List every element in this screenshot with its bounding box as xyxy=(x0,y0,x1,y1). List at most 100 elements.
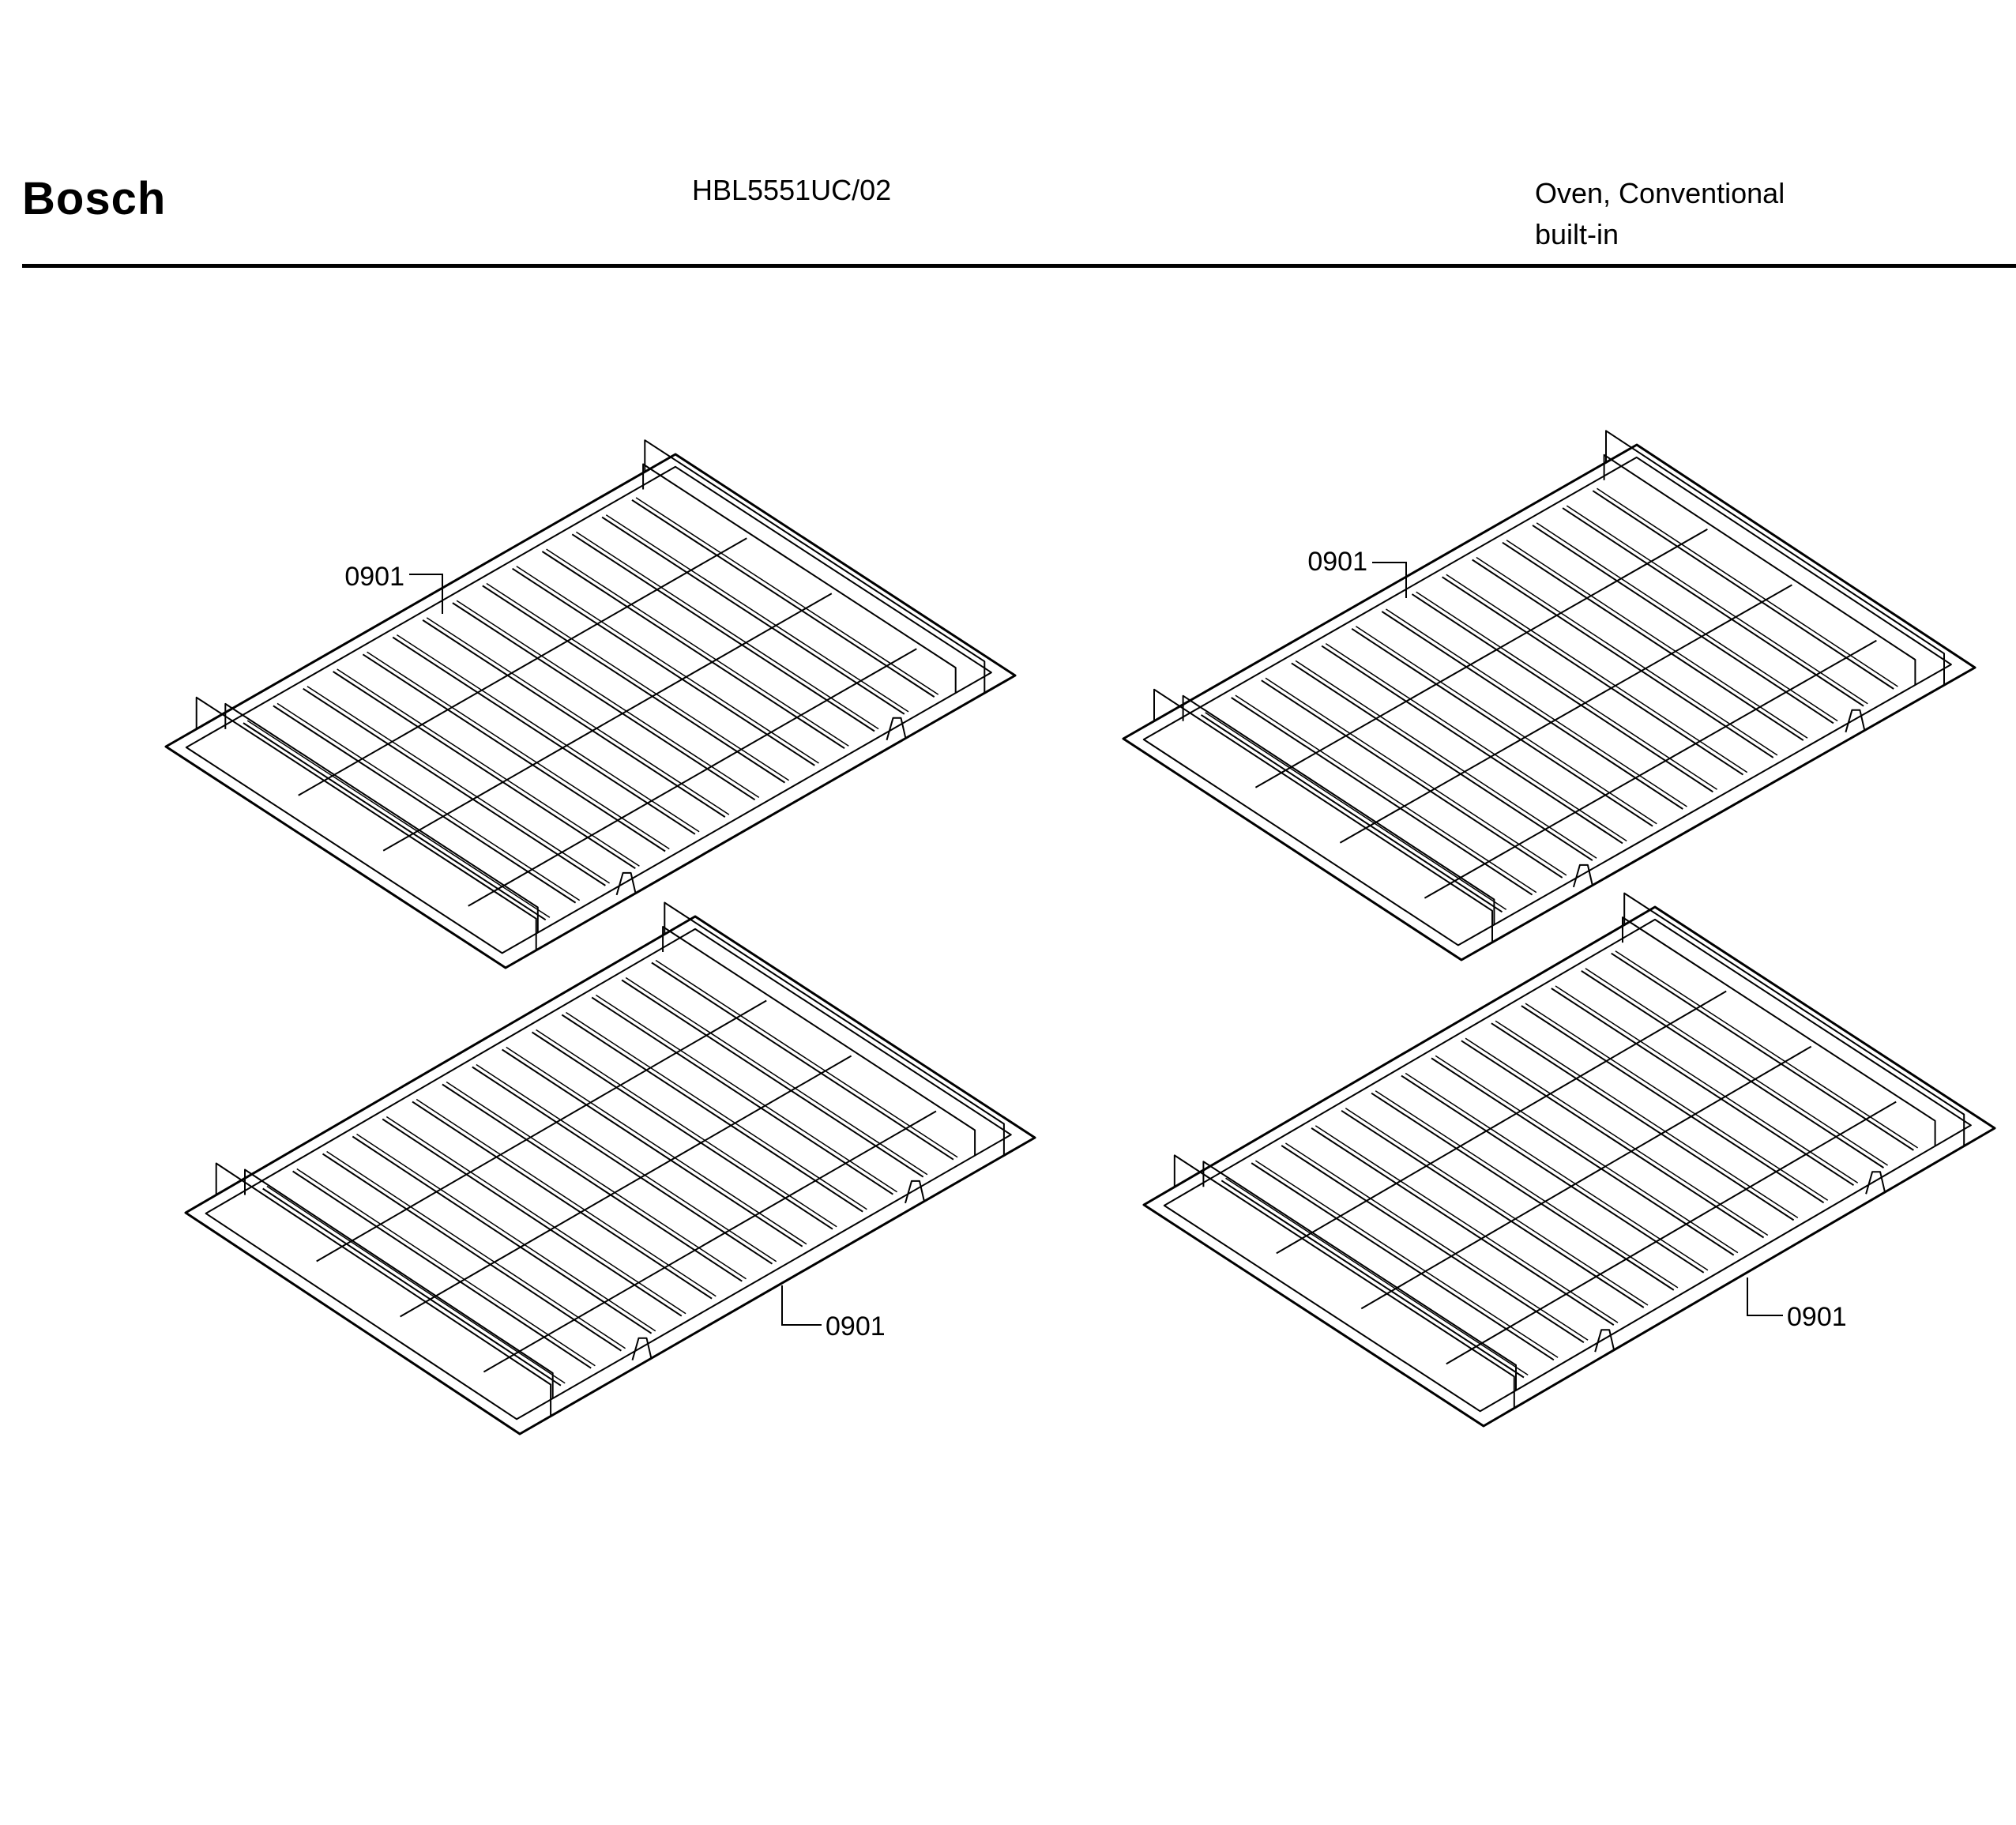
rack-wire xyxy=(1231,697,1533,896)
rack-wire xyxy=(621,979,924,1178)
rack-wire xyxy=(1431,1057,1735,1256)
rack-wire xyxy=(1265,677,1567,876)
rack-wire xyxy=(1295,660,1597,859)
rack-outer-frame xyxy=(1122,443,1977,961)
brand-name: Bosch xyxy=(22,173,167,224)
oven-rack xyxy=(1142,892,1996,1428)
rack-side-rail-inner xyxy=(1202,1161,1517,1390)
part-number-label: 0901 xyxy=(1307,547,1367,577)
rack-wire xyxy=(1551,988,1855,1187)
rack-wire xyxy=(1435,1055,1739,1254)
appliance-type: Oven, Conventional xyxy=(1535,177,1785,209)
rack-wire xyxy=(1261,679,1563,879)
rack-wire xyxy=(1321,645,1623,845)
rack-wire xyxy=(386,1116,686,1315)
rack-outer-frame xyxy=(1142,905,1996,1428)
rack-wire xyxy=(266,1185,566,1384)
rack-stop-hook xyxy=(1594,1329,1615,1353)
rack-wire xyxy=(276,702,581,901)
rack-wire xyxy=(333,671,636,870)
rack-stop-hook xyxy=(631,1337,653,1360)
rack-wire xyxy=(367,651,670,850)
callout-1: 0901 xyxy=(344,562,443,614)
rack-side-rail-inner xyxy=(1182,694,1495,925)
rack-wire xyxy=(1235,694,1537,894)
rack-wire xyxy=(1555,985,1859,1183)
rack-wire xyxy=(396,634,700,833)
rack-wire xyxy=(1251,1162,1555,1361)
model-number: HBL5551UC/02 xyxy=(692,174,892,206)
rack-inner-frame xyxy=(1163,918,1972,1413)
rack-wire xyxy=(307,686,611,884)
rack-stop-hook xyxy=(1845,709,1866,733)
leader-line xyxy=(1372,562,1407,598)
rack-wire xyxy=(651,961,954,1161)
rack-wire xyxy=(292,1170,592,1369)
rack-wire xyxy=(1562,507,1864,707)
rack-wire xyxy=(1506,540,1808,739)
leader-line xyxy=(1747,1278,1783,1316)
rack-wire xyxy=(512,567,815,766)
rack-side-rail-inner xyxy=(642,463,957,694)
part-number-label: 0901 xyxy=(1787,1302,1847,1332)
rack-wire xyxy=(1476,556,1778,756)
rack-wire xyxy=(1491,1022,1795,1221)
rack-wire xyxy=(1405,1072,1709,1271)
rack-wire xyxy=(591,996,893,1195)
callout-3: 0901 xyxy=(781,1285,886,1341)
rack-side-rail-right xyxy=(664,901,1005,1156)
rack-wire xyxy=(426,617,730,815)
rack-wire xyxy=(541,551,845,750)
rack-stop-hook xyxy=(1572,864,1593,888)
rack-wire xyxy=(1345,1108,1649,1306)
rack-wire xyxy=(322,1153,622,1352)
rack-wire xyxy=(1315,1125,1619,1323)
rack-wire xyxy=(1615,950,1919,1149)
rack-wire xyxy=(625,976,928,1176)
oven-rack xyxy=(184,901,1036,1436)
rack-wire xyxy=(303,687,606,886)
oven-rack xyxy=(164,439,1017,969)
rack-inner-frame xyxy=(185,465,992,954)
rack-wire xyxy=(1592,490,1894,690)
rack-wire xyxy=(635,497,939,695)
rack-wire xyxy=(1416,591,1718,790)
rack-wire xyxy=(482,585,786,784)
rack-wire xyxy=(1461,1040,1765,1239)
rack-stop-hook xyxy=(1865,1171,1886,1195)
rack-wire xyxy=(1200,714,1503,913)
rack-wire xyxy=(446,1081,747,1280)
rack-wire xyxy=(655,959,958,1158)
rack-wire xyxy=(273,705,577,904)
rack-wire xyxy=(1472,559,1774,758)
rack-wire xyxy=(1291,662,1593,861)
rack-wire xyxy=(1284,1142,1589,1341)
rack-wire xyxy=(243,722,547,921)
rack-wire xyxy=(416,1098,717,1297)
rack-side-rail-right xyxy=(1605,430,1945,686)
callout-4: 0901 xyxy=(1747,1278,1847,1332)
rack-support-bar xyxy=(483,1110,937,1373)
rack-wire xyxy=(1355,626,1657,825)
rack-wire xyxy=(337,668,640,867)
rack-support-bar xyxy=(316,999,767,1262)
rack-support-bar xyxy=(1446,1101,1897,1365)
appliance-subtype: built-in xyxy=(1535,218,1619,250)
rack-support-bar xyxy=(1424,639,1877,899)
rack-stop-hook xyxy=(886,717,907,741)
callout-2: 0901 xyxy=(1307,547,1407,598)
rack-side-rail-left xyxy=(1153,688,1493,943)
rack-support-bar xyxy=(400,1055,852,1318)
rack-wire xyxy=(546,548,849,747)
rack-wire xyxy=(486,582,790,781)
rack-wire xyxy=(1311,1127,1615,1326)
rack-wire xyxy=(1225,1177,1529,1376)
rack-side-rail-inner xyxy=(244,1168,554,1398)
rack-side-rail-inner xyxy=(1603,453,1916,685)
rack-wire xyxy=(472,1066,773,1265)
rack-support-bar xyxy=(1360,1045,1812,1310)
rack-wire xyxy=(476,1063,777,1262)
rack-wire xyxy=(452,602,756,801)
part-number-label: 0901 xyxy=(826,1311,886,1341)
